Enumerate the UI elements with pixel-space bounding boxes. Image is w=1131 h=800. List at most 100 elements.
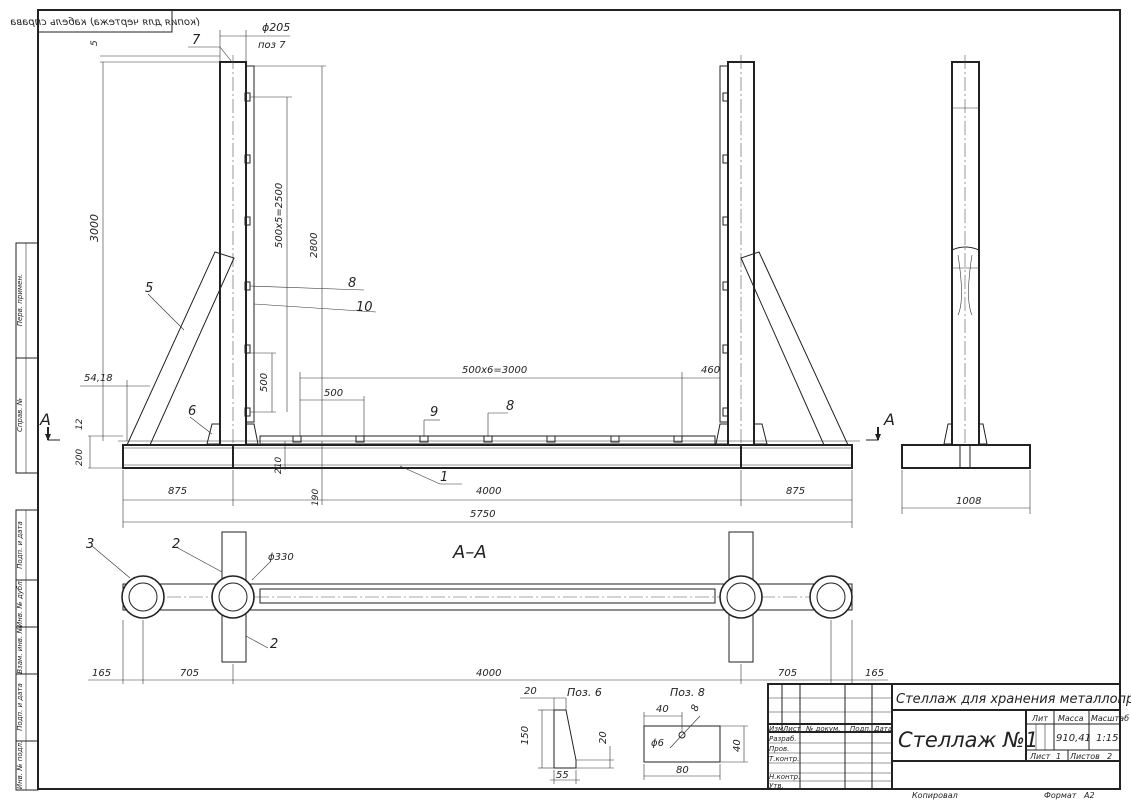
right-column-pins: [722, 92, 729, 417]
side-label-sprav: Справ. №: [16, 398, 24, 432]
cut-label-right: А: [883, 410, 895, 429]
side-view: 1008: [901, 55, 1031, 514]
tb-lit: Лит: [1031, 714, 1048, 723]
dim-500x6: 500х6=3000: [462, 365, 527, 376]
dim-4000-section: 4000: [476, 668, 501, 679]
mirrored-stamp-text: (копия для чертежа) кабель справа: [10, 16, 200, 28]
side-label-podp2: Подп. и дата: [16, 683, 24, 731]
dim-165-right: 165: [865, 668, 884, 679]
dim-500x5: 500х5=2500: [274, 183, 285, 248]
side-label-podl: Инв. № подл.: [16, 741, 24, 789]
dim-875-right: 875: [786, 486, 805, 497]
side-base: [901, 444, 1031, 469]
pos-label-5: 5: [145, 281, 153, 296]
title-block: Изм Лист № докум. Подп. Дата Разраб. Про…: [767, 683, 1131, 790]
dim-3000: 3000: [88, 214, 101, 242]
tb-col-data: Дата: [873, 725, 892, 733]
footer-format-label: Формат: [1044, 791, 1077, 800]
detail6-height-small: 20: [598, 731, 609, 744]
right-column-strip: [719, 65, 729, 423]
detail6-shape: [553, 709, 577, 769]
detail-poz6: Поз. 6 20 150 20 55: [520, 686, 614, 784]
dim-poz7: поз 7: [258, 40, 286, 51]
detail6-width-bottom: 55: [556, 770, 569, 781]
detail8-width-80: 80: [676, 765, 689, 776]
dim-500-horizontal: 500: [324, 388, 343, 399]
tb-list-value: 1: [1056, 752, 1061, 761]
tb-col-podp: Подп.: [850, 725, 871, 733]
dim-460: 460: [701, 365, 720, 376]
tb-role-nkontr: Н.контр.: [769, 773, 800, 781]
dim-190: 190: [311, 489, 321, 506]
pos-label-1: 1: [440, 470, 448, 485]
pos-label-9: 9: [430, 405, 438, 420]
tb-listov-label: Листов: [1069, 752, 1100, 761]
tb-mass-value: 910,41: [1056, 733, 1091, 744]
pos-label-8-upper: 8: [348, 276, 356, 291]
dim-705-left: 705: [180, 668, 199, 679]
tb-name: Стеллаж №1: [898, 728, 1038, 752]
tb-col-doc: № докум.: [805, 725, 841, 733]
tb-col-list: Лист: [782, 725, 802, 733]
dim-4000-front: 4000: [476, 486, 501, 497]
pos-label-6: 6: [188, 404, 196, 419]
base-beam: [122, 444, 853, 469]
tb-scale-value: 1:15: [1096, 733, 1118, 744]
tb-role-razrab: Разраб.: [769, 735, 797, 743]
detail8-title: Поз. 8: [670, 686, 705, 699]
tb-listov-value: 2: [1107, 752, 1112, 761]
shelf-brackets: [292, 435, 683, 443]
right-brace: [740, 251, 849, 446]
tb-role-prov: Пров.: [769, 745, 789, 753]
tb-masshtab: Масштаб: [1091, 714, 1129, 723]
section-view: А–А 3 2 2 ϕ330 165 705 4000 705 16: [86, 531, 888, 684]
dim-phi330: ϕ330: [268, 552, 294, 563]
detail8-dim-8: 8: [689, 703, 702, 713]
dim-165-left: 165: [92, 668, 111, 679]
cut-label-left: А: [39, 410, 51, 429]
section-tube-right: [719, 575, 763, 619]
footer-kopiroval: Копировал: [912, 791, 958, 800]
side-label-perv: Перв. примен.: [16, 274, 24, 327]
footer-format-value: А2: [1083, 791, 1095, 800]
dim-210: 210: [274, 457, 284, 474]
pos-label-10: 10: [356, 300, 373, 315]
side-label-dubl: Инв. № дубл.: [16, 579, 24, 627]
left-gusset: [206, 423, 221, 445]
dim-2800: 2800: [309, 233, 320, 258]
tb-massa: Масса: [1058, 714, 1084, 723]
front-dimensions: ϕ205 поз 7 7 5 3000 500х5=2500 2800 500 …: [75, 21, 853, 528]
section-tube-far-right: [809, 575, 853, 619]
tb-col-izm: Изм: [769, 725, 784, 733]
dim-12: 12: [75, 418, 85, 430]
lower-shelf: [259, 435, 716, 445]
dim-5: 5: [90, 40, 100, 46]
dim-5750: 5750: [470, 509, 495, 520]
left-brace: [126, 251, 235, 446]
drawing-frame: [37, 9, 1121, 790]
detail6-width-top: 20: [524, 686, 537, 697]
dim-1008: 1008: [956, 496, 981, 507]
left-column-strip: [245, 65, 255, 423]
section-shelf: [259, 588, 716, 604]
dim-phi205: ϕ205: [262, 21, 290, 34]
dim-200: 200: [75, 449, 85, 466]
pos-label-2-lower: 2: [270, 637, 278, 652]
tb-heading: Стеллаж для хранения металлопроката: [896, 692, 1131, 707]
side-label-vzam: Взам. инв. №: [16, 626, 24, 674]
section-tube-far-left: [121, 575, 165, 619]
dim-54-18: 54,18: [84, 373, 113, 384]
side-column: [951, 61, 980, 446]
detail6-height: 150: [520, 726, 531, 745]
pos-label-2-upper: 2: [172, 537, 180, 552]
detail8-width-40: 40: [656, 704, 669, 715]
dim-875-left: 875: [168, 486, 187, 497]
detail8-height-40: 40: [732, 739, 743, 752]
pos-label-7: 7: [192, 33, 201, 48]
tb-role-utv: Утв.: [769, 782, 784, 790]
section-tube-left: [211, 575, 255, 619]
cut-markers: А А: [39, 410, 895, 441]
detail-poz8: Поз. 8 40 8 ϕ6 40 80: [643, 686, 748, 780]
tb-list-label: Лист: [1029, 752, 1051, 761]
